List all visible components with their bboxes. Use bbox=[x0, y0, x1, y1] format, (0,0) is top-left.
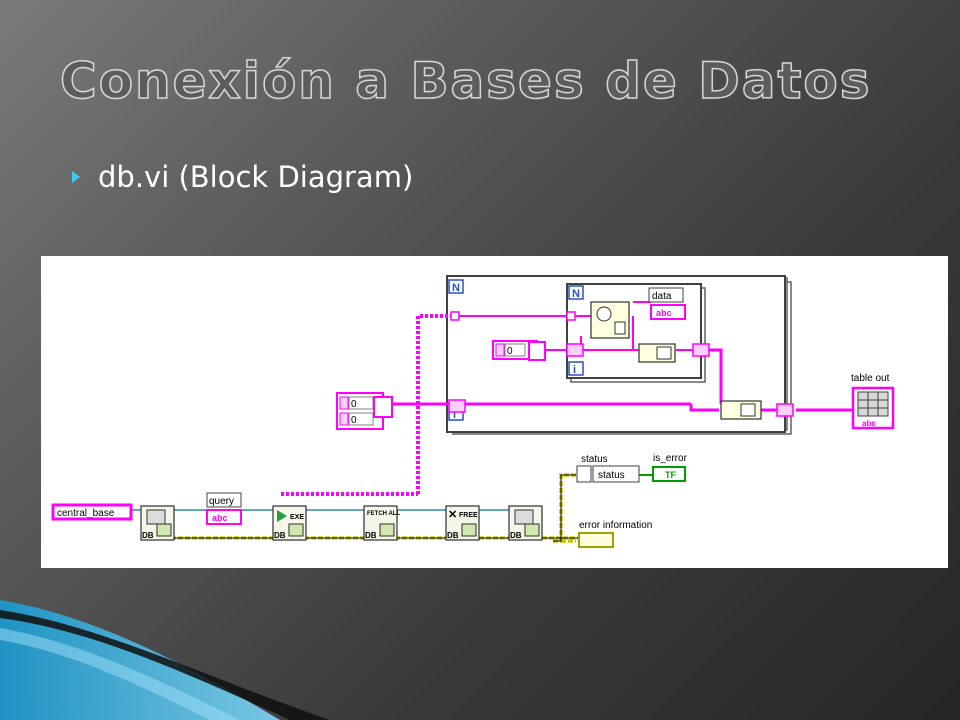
data-label: data bbox=[652, 291, 672, 302]
loop-tunnels bbox=[448, 311, 794, 417]
is-error-label: is_error bbox=[653, 453, 688, 464]
db-exe-text: DB bbox=[274, 531, 286, 540]
slide-title: Conexión a Bases de Datos bbox=[59, 51, 872, 111]
svg-text:✕: ✕ bbox=[448, 509, 457, 521]
build-array-outer-node bbox=[720, 400, 762, 420]
table-out-abc-label: abc bbox=[862, 419, 876, 428]
db-fetch-text: DB bbox=[365, 531, 377, 540]
is-error-indicator: is_error TF bbox=[652, 453, 688, 482]
block-diagram: N i N i bbox=[41, 256, 948, 568]
inner-array-index-0: 0 bbox=[507, 346, 513, 357]
table-out-indicator: table out abc bbox=[851, 373, 895, 430]
decorative-wave bbox=[0, 600, 330, 720]
string-wires bbox=[281, 301, 853, 496]
bullet-text: db.vi (Block Diagram) bbox=[98, 160, 414, 194]
status-label: status bbox=[581, 454, 608, 465]
query-control: query abc bbox=[206, 492, 242, 525]
error-information-label: error information bbox=[579, 520, 652, 531]
central-base-constant: central_base bbox=[51, 503, 133, 521]
central-base-label: central_base bbox=[57, 508, 115, 519]
array-constant-inner: 0 bbox=[492, 340, 546, 361]
array-index-0b: 0 bbox=[351, 415, 357, 426]
table-out-label: table out bbox=[851, 373, 890, 384]
data-abc-label: abc bbox=[656, 308, 672, 318]
exe-text: EXE bbox=[290, 514, 304, 521]
db-fetch-all-node: FETCH ALL DB bbox=[363, 505, 400, 541]
db-free-node: ✕ FREE DB bbox=[445, 505, 480, 541]
free-text: FREE bbox=[459, 512, 478, 519]
bullet-triangle-icon bbox=[72, 171, 80, 183]
error-information-indicator: error information bbox=[578, 520, 652, 548]
array-constant-left: 0 0 bbox=[336, 392, 393, 430]
query-label: query bbox=[209, 496, 234, 507]
build-array-inner-node bbox=[638, 343, 676, 363]
data-string-indicator: data abc bbox=[648, 287, 686, 320]
status-unbundle-label: status bbox=[598, 470, 625, 481]
inner-loop-index-label: i bbox=[573, 364, 576, 376]
query-abc-label: abc bbox=[212, 513, 228, 523]
db-execute-node: EXE DB bbox=[272, 505, 307, 541]
outer-loop-count-label: N bbox=[452, 282, 460, 294]
bullet-item: db.vi (Block Diagram) bbox=[72, 160, 413, 194]
variant-to-data-node bbox=[590, 301, 630, 339]
status-output: status status bbox=[576, 454, 640, 483]
outer-loop-index-label: i bbox=[453, 409, 456, 421]
array-index-0a: 0 bbox=[351, 399, 357, 410]
fetch-all-text: FETCH ALL bbox=[367, 511, 400, 517]
tf-label: TF bbox=[665, 470, 676, 480]
db-open-text: DB bbox=[142, 531, 154, 540]
inner-for-loop: N i bbox=[566, 283, 706, 383]
db-open-node: DB bbox=[140, 505, 175, 541]
db-close-node: DB bbox=[508, 505, 543, 541]
db-close-text: DB bbox=[510, 531, 522, 540]
inner-loop-count-label: N bbox=[572, 288, 580, 300]
block-diagram-svg: N i N i bbox=[51, 275, 895, 548]
db-free-text: DB bbox=[447, 531, 459, 540]
